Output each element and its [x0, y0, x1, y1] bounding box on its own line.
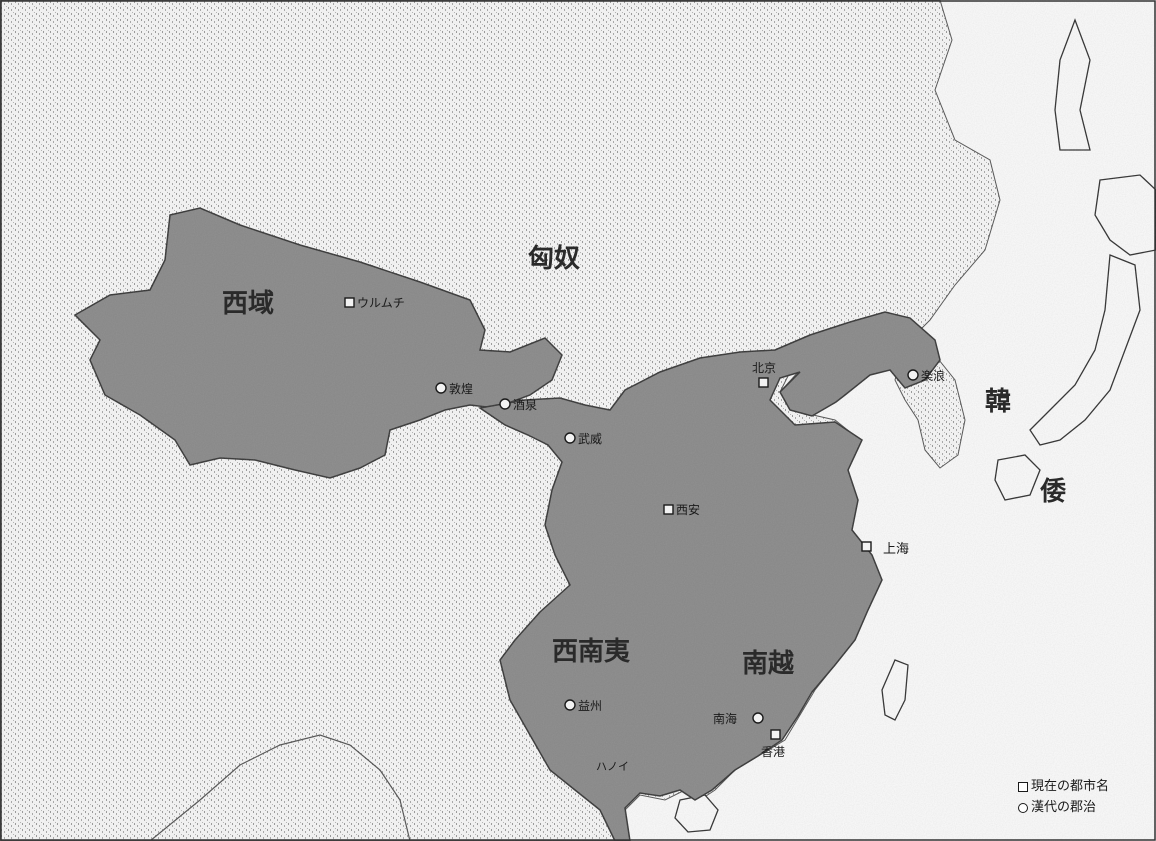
seat-label-dunhuang: 敦煌 — [449, 381, 473, 396]
legend-row-han-seat: 漢代の郡治 — [1018, 797, 1109, 818]
city-label-hongkong: 香港 — [761, 745, 785, 759]
marker-yizhou — [564, 699, 576, 711]
marker-hongkong — [770, 729, 781, 740]
square-marker-icon — [1018, 781, 1028, 792]
city-label-shanghai: 上海 — [883, 542, 909, 557]
region-label-wa: 倭 — [1040, 477, 1067, 507]
legend-label-han-seat: 漢代の郡治 — [1031, 800, 1097, 815]
seat-label-wuwei: 武威 — [578, 432, 602, 446]
legend-row-modern-city: 現在の都市名 — [1018, 776, 1109, 797]
region-label-nanyue: 南越 — [742, 649, 795, 679]
city-label-beijing: 北京 — [752, 361, 776, 375]
marker-jiuquan — [499, 398, 511, 410]
region-label-xinanyi: 西南夷 — [552, 637, 630, 667]
circle-marker-icon — [1018, 802, 1028, 813]
marker-beijing — [758, 377, 769, 388]
region-label-xiongnu: 匈奴 — [528, 244, 580, 274]
legend-label-modern-city: 現在の都市名 — [1031, 779, 1110, 794]
seat-label-yizhou: 益州 — [578, 699, 602, 713]
marker-xian — [663, 504, 674, 515]
seat-label-jiuquan: 酒泉 — [513, 398, 537, 412]
city-label-urumqi: ウルムチ — [357, 296, 405, 310]
map-legend: 現在の都市名 漢代の郡治 — [1018, 776, 1109, 818]
label-hanoi: ハノイ — [596, 760, 629, 773]
marker-wuwei — [564, 432, 576, 444]
seat-label-lelang: 楽浪 — [921, 368, 945, 383]
seat-label-nanhai: 南海 — [713, 711, 737, 726]
marker-shanghai — [861, 541, 872, 552]
city-label-xian: 西安 — [676, 502, 700, 517]
marker-nanhai — [752, 712, 764, 724]
marker-urumqi — [344, 297, 355, 308]
marker-lelang — [907, 369, 919, 381]
marker-dunhuang — [435, 382, 447, 394]
region-label-xiyu: 西域 — [222, 289, 274, 319]
region-label-han: 韓 — [985, 387, 1011, 417]
